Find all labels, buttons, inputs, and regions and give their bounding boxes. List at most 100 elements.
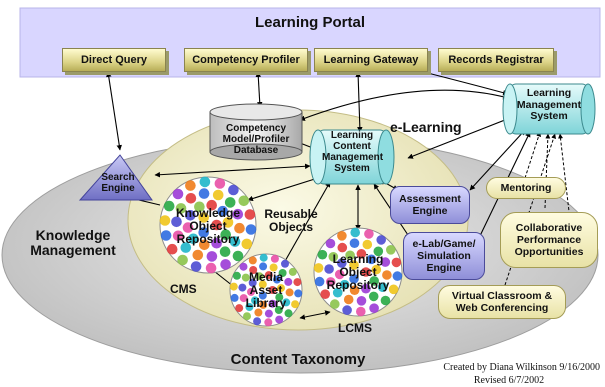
repository-ball [228,184,239,196]
repository-ball [349,274,359,284]
repository-ball [220,259,231,270]
arrow-directquery-search [106,71,122,151]
portal-learning-gateway[interactable]: Learning Gateway [314,48,428,72]
competency-db-cylinder [209,103,303,161]
repository-ball [253,317,262,326]
knowledge-object-repository-label: Knowledge Object Repository [175,206,240,247]
repository-ball [245,303,254,311]
repository-ball [356,306,366,317]
repository-ball [356,249,367,259]
repository-ball [166,243,178,255]
repository-ball [248,256,257,265]
virtual-classroom[interactable]: Virtual Classroom & Web Conferencing [438,285,566,319]
repository-ball [232,271,241,280]
repository-ball [388,284,399,295]
repository-ball [190,261,202,272]
repository-ball [222,217,234,228]
repository-ball [373,246,384,257]
repository-ball [241,273,250,282]
repository-ball [259,262,268,271]
arrow-collab2-lms [558,133,571,221]
repository-ball [285,288,294,297]
arrow-db-lms [299,89,509,121]
media-asset-library-balls [229,253,303,327]
collaborative-performance[interactable]: Collaborative Performance Opportunities [500,212,598,268]
repository-ball [356,296,367,306]
lms-cylinder [502,83,596,135]
repository-ball [392,271,403,281]
repository-ball [332,287,343,298]
credit-revised: Revised 6/7/2002 [473,375,545,386]
portal-records-registrar[interactable]: Records Registrar [438,48,554,72]
repository-ball [273,275,281,284]
repository-ball [288,267,297,276]
repository-ball [199,176,211,188]
repository-ball [369,303,379,314]
repository-ball [269,263,278,272]
mentoring[interactable]: Mentoring [486,177,566,199]
repository-ball [185,210,196,221]
repository-ball [258,291,267,300]
repository-ball [337,242,348,253]
repository-ball [364,229,374,239]
repository-ball [211,219,222,231]
repository-ball [206,199,217,211]
repository-ball [278,269,287,277]
portal-direct-query[interactable]: Direct Query [62,48,166,72]
repository-ball [172,188,184,200]
repository-ball [217,205,228,217]
repository-ball [232,250,244,262]
repository-ball [334,269,345,280]
repository-ball [268,286,277,294]
repository-ball [238,283,247,292]
repository-ball [325,277,336,287]
repository-ball [313,263,324,273]
repository-ball [247,287,255,296]
repository-ball [198,212,209,223]
elearning-label: e-Learning [390,119,462,135]
portal-competency-profiler[interactable]: Competency Profiler [184,48,308,72]
repository-ball [366,254,377,265]
repository-ball [220,229,231,240]
learning-object-repository-balls [313,227,403,317]
repository-ball [211,237,222,249]
repository-ball [349,260,359,270]
repository-ball [163,200,175,212]
repository-ball [275,315,284,324]
repository-ball [277,284,285,293]
repository-ball [245,224,257,235]
repository-ball [380,295,391,306]
reusable-objects-label: Reusable Objects [264,207,318,235]
content-taxonomy-label: Content Taxonomy [230,351,366,368]
repository-ball [198,227,209,238]
repository-ball [274,306,283,314]
repository-ball [339,279,350,290]
repository-ball [259,253,268,262]
learning-object-repository-label: Learning Object Repository [326,252,390,293]
repository-ball [185,180,196,191]
repository-ball [268,299,277,308]
repository-ball [224,197,236,208]
repository-ball [264,309,273,318]
repository-ball [239,262,248,271]
repository-ball [391,257,402,268]
repository-ball [293,278,302,287]
repository-ball [320,289,331,300]
repository-ball [258,280,267,289]
repository-ball [368,291,379,302]
assessment-engine[interactable]: Assessment Engine [390,186,470,224]
elab-simulation-engine[interactable]: e-Lab/Game/ Simulation Engine [403,232,485,280]
repository-ball [328,251,339,262]
repository-ball [251,296,259,305]
repository-ball [235,304,244,313]
repository-ball [255,272,264,281]
repository-ball [238,195,250,207]
repository-ball [234,222,245,234]
repository-ball [244,209,256,220]
repository-ball [362,239,373,250]
repository-ball [182,222,194,233]
repository-ball [264,318,273,327]
repository-ball [382,270,392,280]
repository-ball [337,258,347,268]
